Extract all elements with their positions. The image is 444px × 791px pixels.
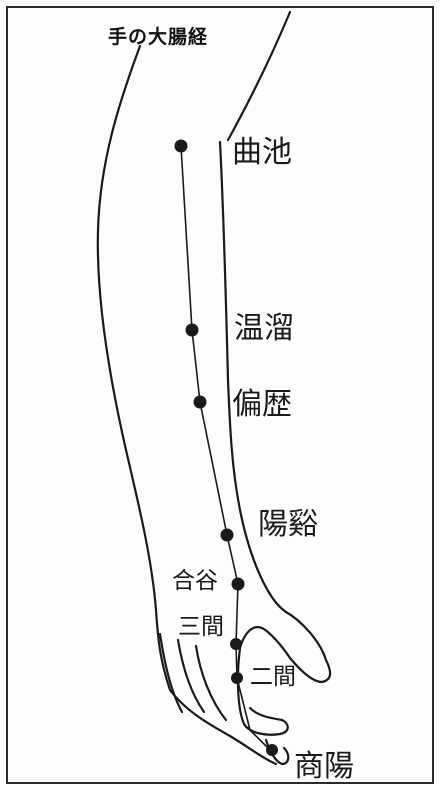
- finger-line-2: [176, 638, 206, 714]
- point-jikan-dot: [231, 672, 243, 684]
- point-shouyou-dot: [266, 744, 278, 756]
- arm-outline-outer: [96, 44, 278, 766]
- label-jikan: 二間: [250, 664, 296, 690]
- label-shouyou: 商陽: [294, 749, 354, 784]
- finger-line-3: [194, 644, 228, 722]
- arm-outline-inner: [218, 140, 288, 614]
- label-onru: 温溜: [234, 311, 294, 346]
- thumb-outline: [238, 610, 332, 684]
- point-sankan-dot: [230, 638, 242, 650]
- point-onru-dot: [185, 323, 199, 337]
- label-kyokuchi: 曲池: [232, 135, 292, 170]
- shoulder-line: [226, 10, 292, 142]
- index-finger-outline: [236, 646, 289, 736]
- label-sankan: 三間: [178, 614, 224, 640]
- point-kyokuchi-dot: [174, 139, 188, 153]
- label-goukoku: 合谷: [172, 568, 218, 594]
- point-goukoku-dot: [231, 577, 245, 591]
- finger-line-1: [158, 632, 184, 714]
- label-yokei: 陽谿: [258, 507, 318, 542]
- point-henreki-dot: [193, 395, 207, 409]
- diagram-frame: [6, 6, 434, 784]
- point-yokei-dot: [220, 528, 234, 542]
- meridian-line: [180, 145, 273, 753]
- diagram-title: 手の大腸経: [108, 26, 209, 48]
- label-henreki: 偏歴: [232, 387, 292, 422]
